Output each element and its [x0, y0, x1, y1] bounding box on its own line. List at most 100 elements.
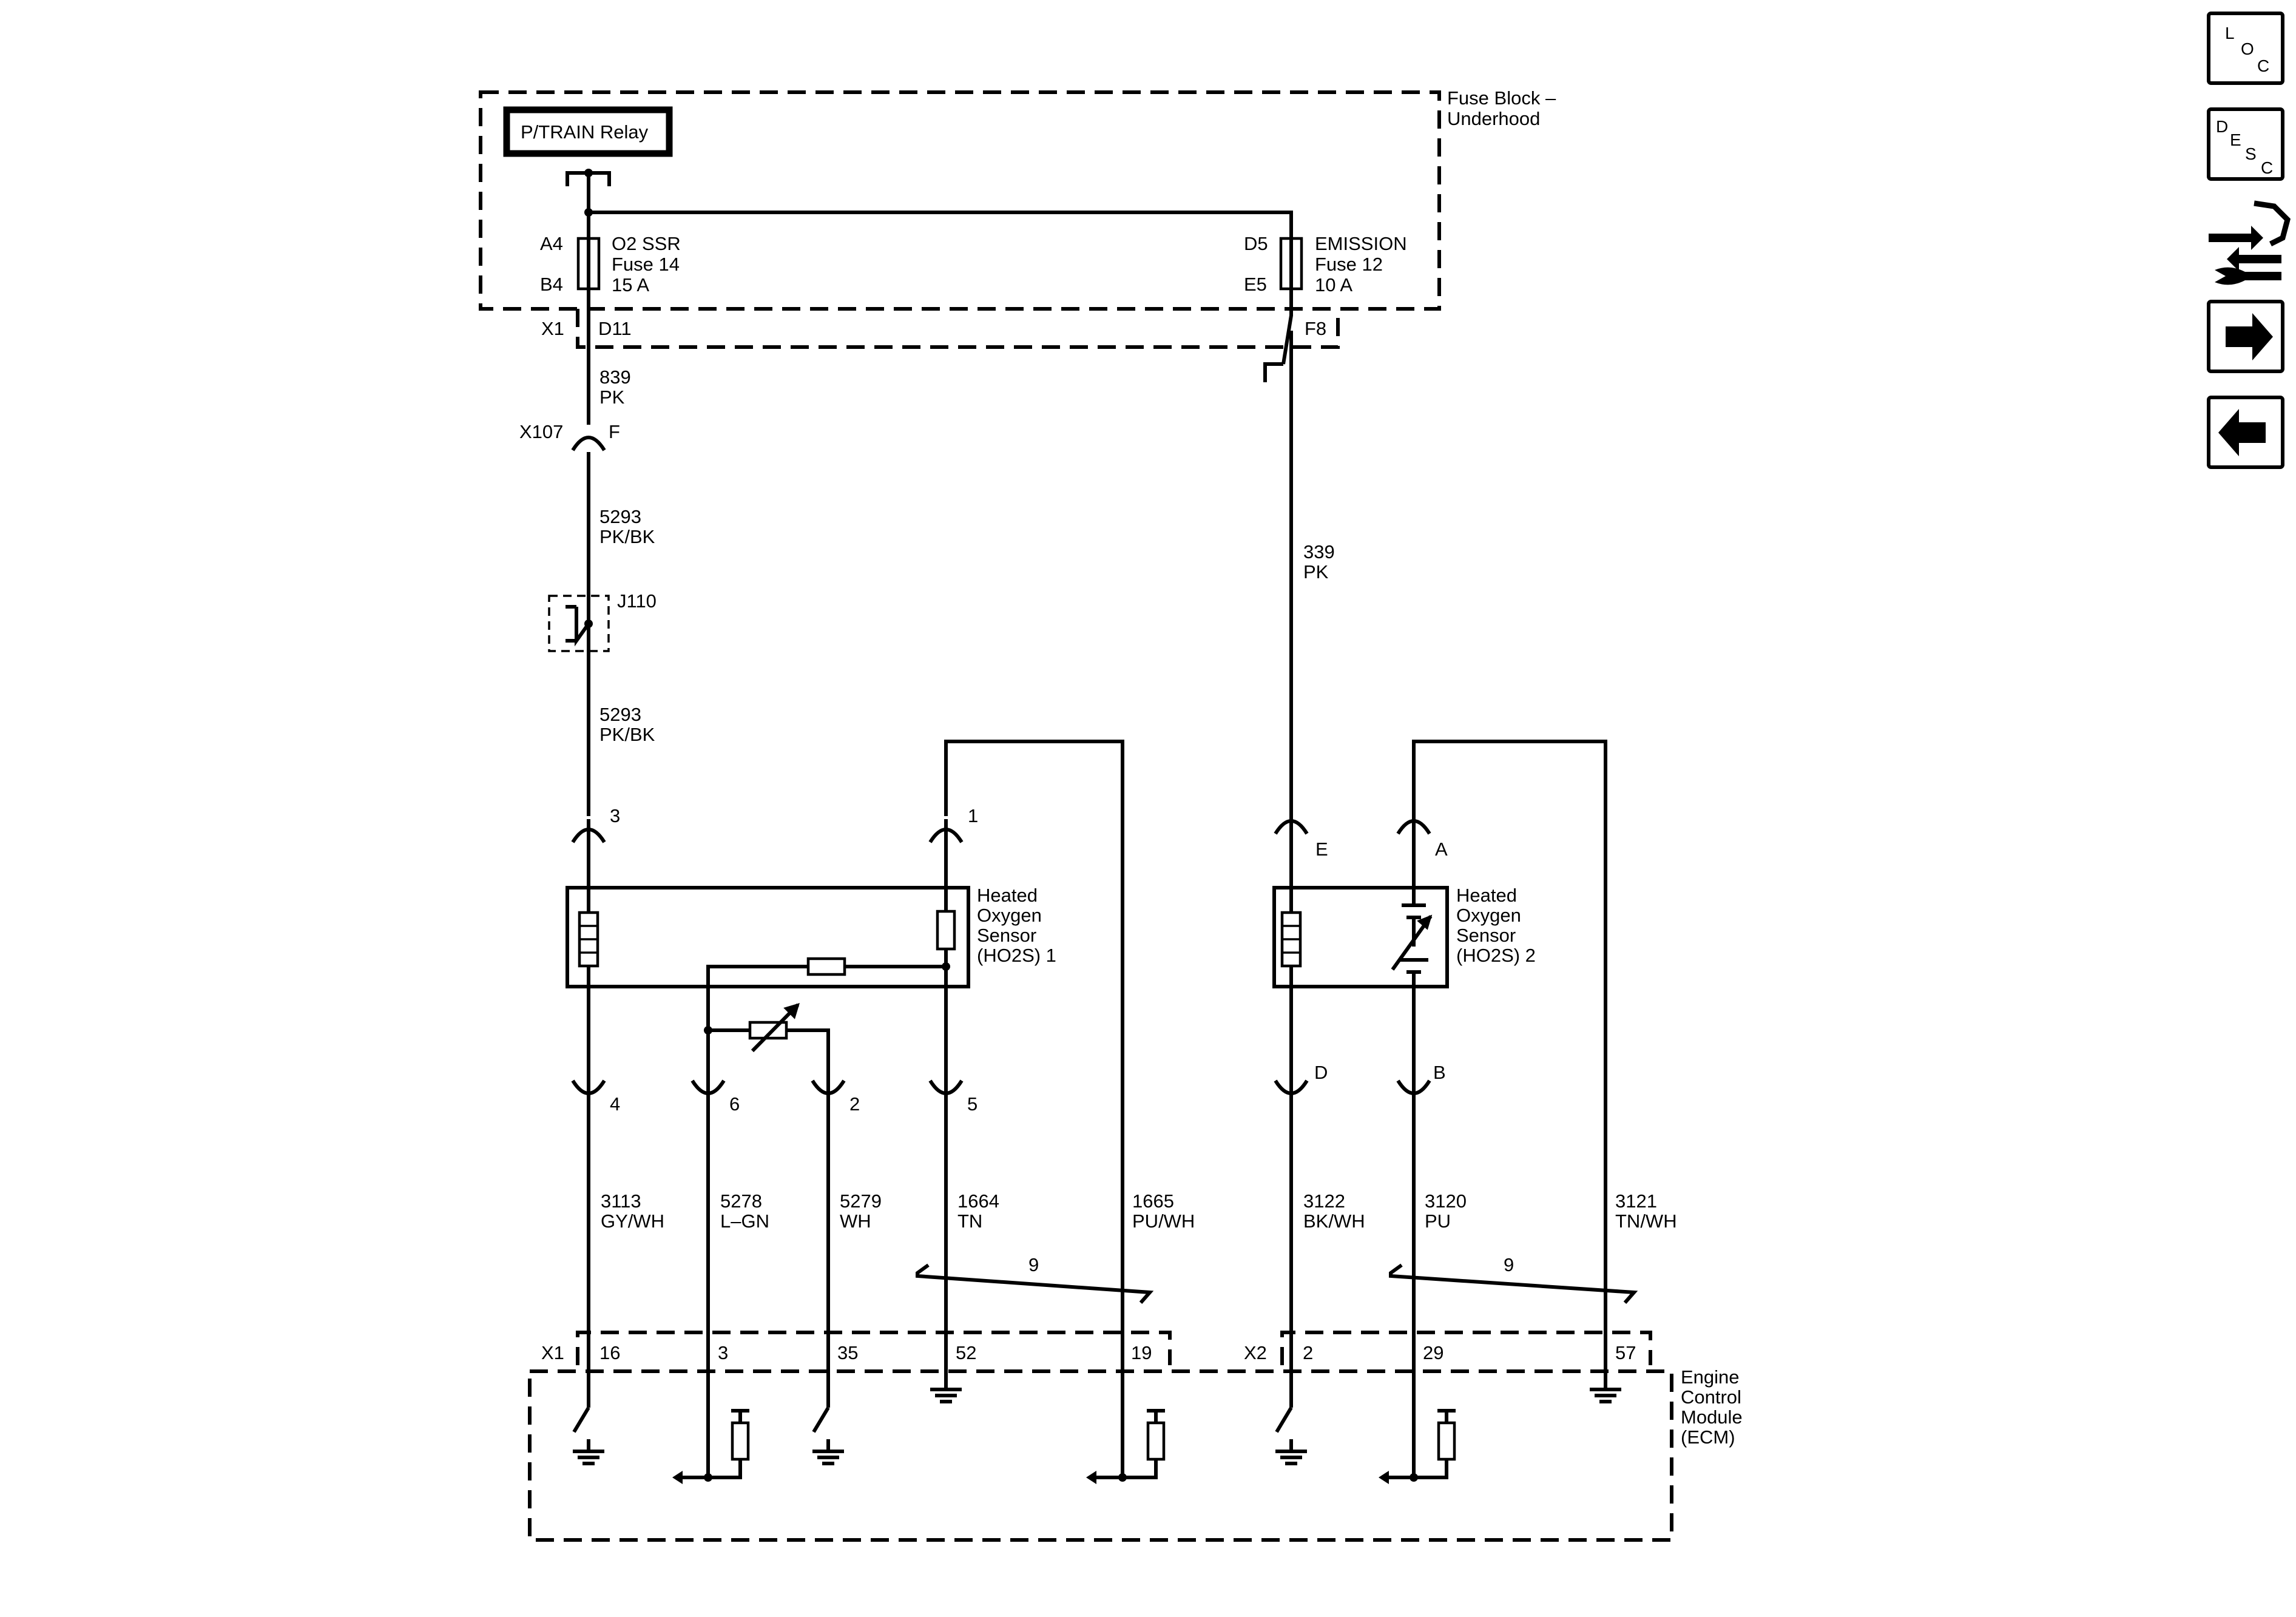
ecm-pin-52: 52 [956, 1342, 976, 1363]
wire-5279-circuit: 5279 [840, 1190, 882, 1212]
ho2s-1-body [566, 886, 970, 988]
svg-text:O: O [2241, 39, 2254, 58]
wire-3121-circuit: 3121 [1615, 1190, 1657, 1212]
wire-3120-circuit: 3120 [1425, 1190, 1467, 1212]
ho2s-2-label-3: Sensor [1456, 925, 1516, 946]
ho2s-1-label-2: Oxygen [977, 905, 1042, 926]
fuse-block-underhood-outline [479, 90, 1441, 311]
d11-label: D11 [598, 318, 632, 339]
s1-pin-2: 2 [849, 1093, 860, 1115]
svg-text:S: S [2245, 144, 2257, 163]
loc-icon: L O C [2225, 24, 2269, 75]
desc-button[interactable]: D E S C [2207, 107, 2284, 181]
shield-ground-52 [930, 1377, 962, 1403]
svg-text:C: C [2257, 56, 2269, 75]
ho2s-1-label-1: Heated [977, 885, 1038, 906]
arrow-left-icon [2218, 409, 2266, 456]
s2-pin-b: B [1433, 1062, 1446, 1083]
previous-page-button[interactable] [2207, 396, 2284, 469]
x107-label: X107 [519, 421, 563, 442]
x1-ecm-connector-band [576, 1331, 1172, 1365]
x1-connector-band [576, 309, 1340, 349]
j110-splice-outline [548, 595, 610, 652]
wire-339 [1281, 289, 1293, 807]
s1-resistor-middle [806, 957, 846, 976]
desc-icon: D E S C [2216, 117, 2273, 177]
wire-1664-color: TN [957, 1210, 982, 1232]
svg-text:L: L [2225, 24, 2235, 42]
x107-connector [571, 436, 606, 451]
twisted-pair-2-label: 9 [1504, 1254, 1514, 1275]
fuse12-rating: 10 A [1315, 274, 1352, 295]
ecm-label-4: (ECM) [1681, 1426, 1735, 1448]
svg-text:C: C [2261, 158, 2273, 177]
twisted-pair-2 [1389, 1263, 1638, 1304]
ecm-label-3: Module [1681, 1406, 1743, 1428]
f8-pigtail [1263, 362, 1283, 382]
arrow-right-icon [2226, 313, 2273, 360]
ptrain-relay-box [503, 106, 673, 157]
fuse14-name: O2 SSR [612, 233, 681, 254]
wire-339-circuit: 339 [1303, 541, 1335, 562]
wire-1665-color: PU/WH [1132, 1210, 1195, 1232]
twisted-pair-1 [916, 1263, 1154, 1304]
ptrain-relay-label: P/TRAIN Relay [521, 121, 649, 143]
ho2s-2-label-2: Oxygen [1456, 905, 1521, 926]
ho2s-2-body [1272, 886, 1449, 988]
s1-pin-1: 1 [968, 805, 978, 826]
fuse12-pin-d5: D5 [1244, 233, 1268, 254]
ecm-resistor-3 [731, 1421, 750, 1461]
ecm-resistor-19 [1146, 1421, 1166, 1461]
ecm-pin-16: 16 [599, 1342, 620, 1363]
connector-tool-button[interactable] [2209, 200, 2291, 285]
ecm-label-1: Engine [1681, 1366, 1740, 1388]
ho2s-2-label-4: (HO2S) 2 [1456, 945, 1536, 966]
fuse12-pin-e5: E5 [1244, 274, 1267, 295]
s2-pin-e: E [1315, 839, 1328, 860]
ecm-pin-57: 57 [1615, 1342, 1636, 1363]
fuse-bus [589, 211, 1293, 238]
wire-5293a-color: PK/BK [599, 526, 655, 547]
j110-splice-link [566, 605, 590, 647]
ecm-input-29 [1386, 1409, 1456, 1479]
x1-bottom-label: X1 [541, 1342, 564, 1363]
ho2s-1-label-3: Sensor [977, 925, 1036, 946]
s1-pin-4: 4 [610, 1093, 620, 1115]
twisted-pair-1-label: 9 [1028, 1254, 1039, 1275]
fuse12-number: Fuse 12 [1315, 254, 1383, 275]
ecm-pin-19: 19 [1131, 1342, 1152, 1363]
ecm-label-2: Control [1681, 1386, 1741, 1408]
fuse-block-title-2: Underhood [1447, 108, 1540, 129]
ecm-pin-35: 35 [837, 1342, 858, 1363]
wire-3121-loop [1412, 740, 1607, 1350]
ho2s-1-label-4: (HO2S) 1 [977, 945, 1056, 966]
loc-button[interactable]: L O C [2207, 12, 2284, 85]
wire-839-circuit: 839 [599, 366, 631, 388]
s1-pin-3: 3 [610, 805, 620, 826]
wire-5293a-circuit: 5293 [599, 506, 641, 527]
wire-3122-color: BK/WH [1303, 1210, 1365, 1232]
ho2s-2-label-1: Heated [1456, 885, 1517, 906]
fuse14-pin-b4: B4 [540, 274, 563, 295]
wire-5293b-color: PK/BK [599, 724, 655, 745]
wire-3113-circuit: 3113 [601, 1190, 641, 1212]
next-page-button[interactable] [2207, 300, 2284, 373]
s1-pin-6: 6 [729, 1093, 740, 1115]
x1-top-label: X1 [541, 318, 564, 339]
wire-1665-loop [944, 740, 1124, 1470]
fuse14-rating: 15 A [612, 274, 649, 295]
wire-3113-color: GY/WH [601, 1210, 664, 1232]
ecm-outline [528, 1369, 1673, 1542]
wire-3120-color: PU [1425, 1210, 1451, 1232]
fuse14-number: Fuse 14 [612, 254, 680, 275]
ecm-driver-2 [1275, 1406, 1307, 1465]
ecm-pin-2: 2 [1303, 1342, 1313, 1363]
s2-pin-a: A [1435, 839, 1448, 860]
connector-tool-icon [2209, 200, 2291, 285]
ecm-input-3 [680, 1409, 749, 1479]
wire-1664-circuit: 1664 [957, 1190, 999, 1212]
s1-resistor-right [936, 910, 956, 951]
x2-ecm-connector-band [1280, 1331, 1652, 1365]
x2-bottom-label: X2 [1244, 1342, 1267, 1363]
